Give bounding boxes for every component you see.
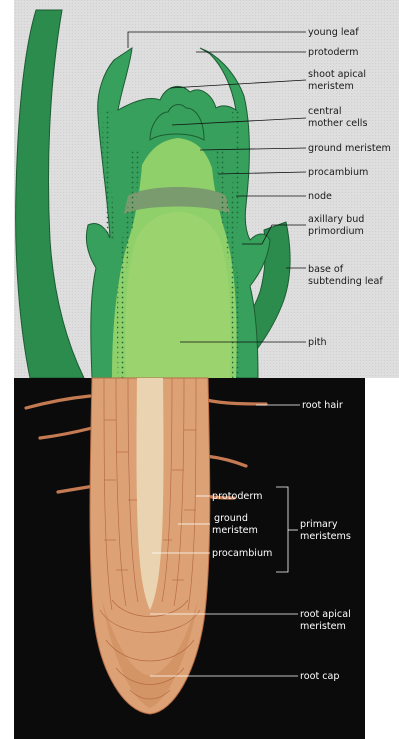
label-young-leaf: young leaf bbox=[308, 27, 359, 38]
label-base-2: subtending leaf bbox=[308, 276, 383, 287]
root-panel: root hair protoderm ground meristem proc… bbox=[14, 378, 365, 739]
shoot-panel: young leaf protoderm shoot apical merist… bbox=[14, 0, 399, 378]
label-ground-meristem: ground meristem bbox=[308, 143, 391, 154]
label-central-2: mother cells bbox=[308, 118, 367, 129]
label-primary-2: meristems bbox=[300, 531, 351, 542]
label-base-1: base of bbox=[308, 264, 344, 275]
label-root-protoderm: protoderm bbox=[212, 491, 262, 502]
label-root-procambium: procambium bbox=[212, 548, 272, 559]
label-protoderm: protoderm bbox=[308, 47, 358, 58]
label-apical-2: meristem bbox=[300, 621, 346, 632]
label-node: node bbox=[308, 191, 332, 202]
label-shoot-apical-1: shoot apical bbox=[308, 69, 366, 80]
label-root-hair: root hair bbox=[302, 400, 343, 411]
label-root-ground-1: ground bbox=[214, 513, 248, 524]
label-pith: pith bbox=[308, 337, 327, 348]
label-axillary-1: axillary bud bbox=[308, 214, 364, 225]
label-root-ground-2: meristem bbox=[212, 525, 258, 536]
label-axillary-2: primordium bbox=[308, 226, 364, 237]
label-apical-1: root apical bbox=[300, 609, 351, 620]
pith-region bbox=[125, 212, 230, 378]
label-procambium: procambium bbox=[308, 167, 368, 178]
label-shoot-apical-2: meristem bbox=[308, 81, 354, 92]
label-root-cap: root cap bbox=[300, 671, 340, 682]
label-central-1: central bbox=[308, 106, 342, 117]
label-primary-1: primary bbox=[300, 519, 338, 530]
